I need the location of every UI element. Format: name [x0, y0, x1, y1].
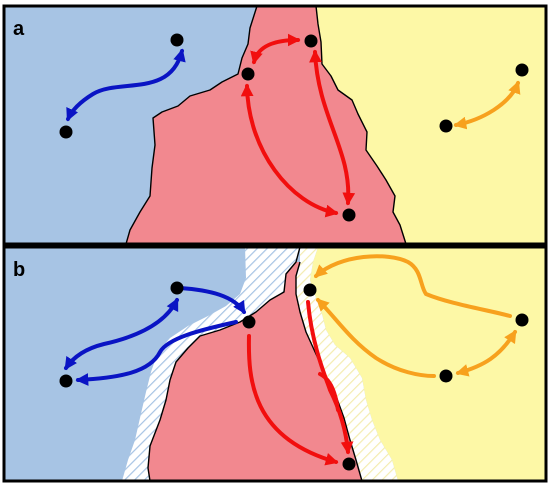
arrow-red-b-2	[306, 300, 354, 455]
arrow-orange-b-1	[455, 329, 517, 377]
panel-a: a	[2, 4, 548, 246]
node-b-6	[515, 313, 529, 327]
node-b-5	[342, 457, 356, 471]
arrow-red-b-1	[246, 334, 339, 466]
node-b-7	[439, 369, 453, 383]
arrow-red-a-left	[240, 83, 339, 218]
hatch-zone-right-b	[296, 247, 398, 481]
node-a-7	[439, 119, 453, 133]
frame-a	[2, 4, 548, 246]
arrow-red-a-top	[250, 33, 301, 65]
arrow-orange-b-2	[314, 254, 512, 318]
arrow-blue-b-1	[64, 297, 179, 371]
node-a-2	[59, 125, 73, 139]
arrow-blue-b-3	[75, 320, 238, 386]
region-right-b	[310, 247, 546, 481]
node-b-2	[242, 315, 256, 329]
node-a-3	[241, 67, 255, 81]
border-left-b	[147, 246, 301, 482]
node-b-3	[59, 374, 73, 388]
panel-b: b	[2, 245, 548, 483]
node-a-4	[304, 34, 318, 48]
node-a-1	[170, 33, 184, 47]
arrow-blue-a	[66, 48, 186, 122]
node-a-5	[342, 208, 356, 222]
region-right-a	[316, 6, 546, 244]
panel-label-b: b	[13, 259, 25, 281]
arrow-blue-b-2	[178, 286, 246, 315]
node-b-1	[170, 281, 184, 295]
panel-label-a: a	[13, 18, 25, 40]
arrow-orange-b-3	[316, 298, 436, 378]
arrow-red-b-3	[318, 372, 340, 412]
arrow-orange-a	[453, 80, 521, 130]
region-middle-b	[148, 262, 362, 481]
node-a-6	[515, 63, 529, 77]
node-b-4	[303, 283, 317, 297]
hatch-zone-left-b	[122, 247, 300, 481]
arrow-red-a-right	[309, 49, 356, 206]
frame-b	[2, 245, 548, 483]
